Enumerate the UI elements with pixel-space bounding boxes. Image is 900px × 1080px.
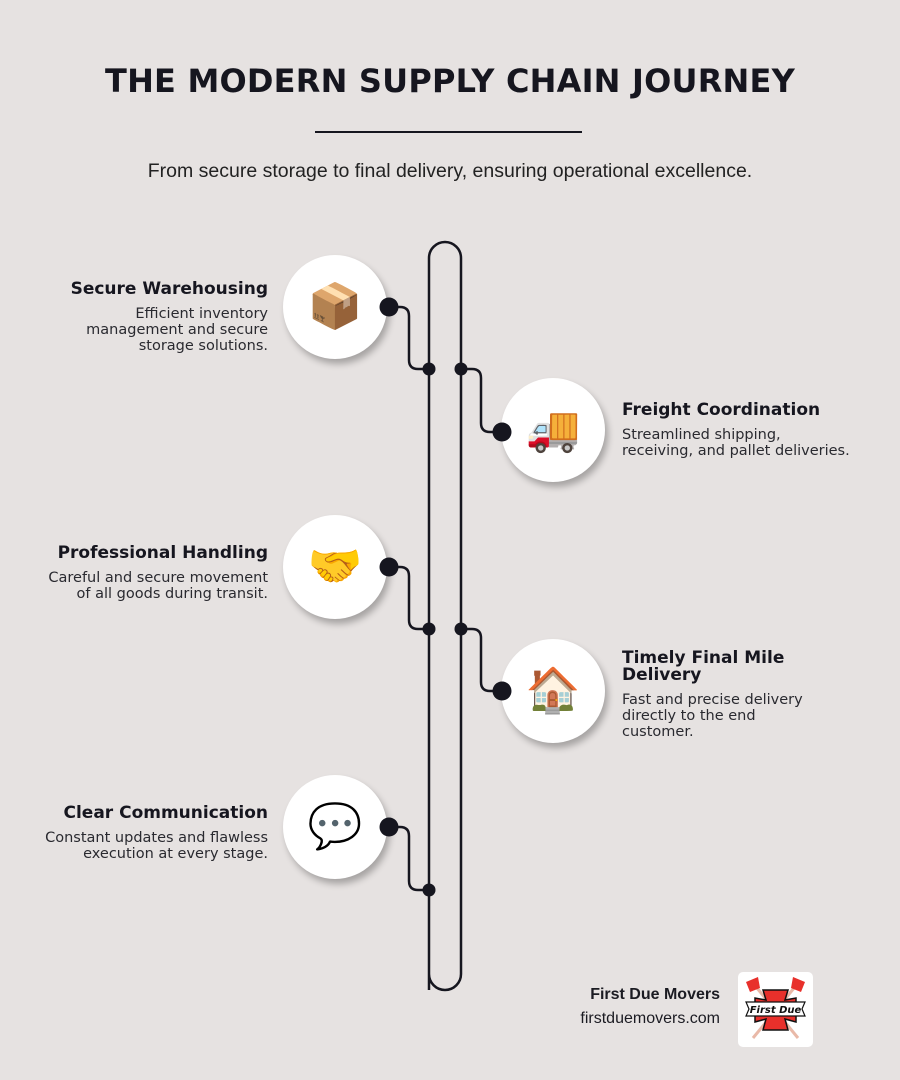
step-freight-coordination: Freight Coordination Streamlined shippin… [622,400,852,460]
title-divider [315,131,582,133]
step-professional-handling: Professional Handling Careful and secure… [38,543,268,603]
step-secure-warehousing: Secure Warehousing Efficient inventory m… [38,279,268,355]
step-node-3: 🤝 [283,515,387,619]
page-title: THE MODERN SUPPLY CHAIN JOURNEY [105,62,795,100]
handshake-icon: 🤝 [307,541,363,592]
speech-bubble-icon: 💬 [307,801,363,852]
step-title: Secure Warehousing [70,279,268,299]
step-title: Clear Communication [63,803,268,823]
step-description: Careful and secure movement of all goods… [48,570,268,602]
package-box-icon: 📦 [307,281,363,332]
step-title: Professional Handling [57,543,268,563]
step-description: Efficient inventory management and secur… [86,306,268,354]
step-description: Streamlined shipping, receiving, and pal… [622,427,850,459]
step-title: Freight Coordination [622,400,821,420]
page-subtitle: From secure storage to final delivery, e… [147,160,753,182]
step-node-4: 🏠 [501,639,605,743]
brand-url[interactable]: firstduemovers.com [580,1010,720,1027]
house-icon: 🏠 [525,665,581,716]
svg-text:First Due: First Due [750,1005,802,1016]
step-description: Constant updates and flawless execution … [45,830,268,862]
step-title: Timely Final Mile Delivery [622,648,785,685]
step-description: Fast and precise delivery directly to th… [622,692,803,740]
brand-name: First Due Movers [590,986,720,1003]
brand-block: First Due Movers firstduemovers.com [580,986,720,1028]
step-node-1: 📦 [283,255,387,359]
step-final-mile-delivery: Timely Final Mile Delivery Fast and prec… [622,648,852,741]
delivery-truck-icon: 🚚 [525,404,581,455]
step-clear-communication: Clear Communication Constant updates and… [38,803,268,863]
step-node-5: 💬 [283,775,387,879]
brand-logo: First Due [738,972,813,1047]
firefighter-axes-logo-icon: First Due [745,977,806,1039]
step-node-2: 🚚 [501,378,605,482]
